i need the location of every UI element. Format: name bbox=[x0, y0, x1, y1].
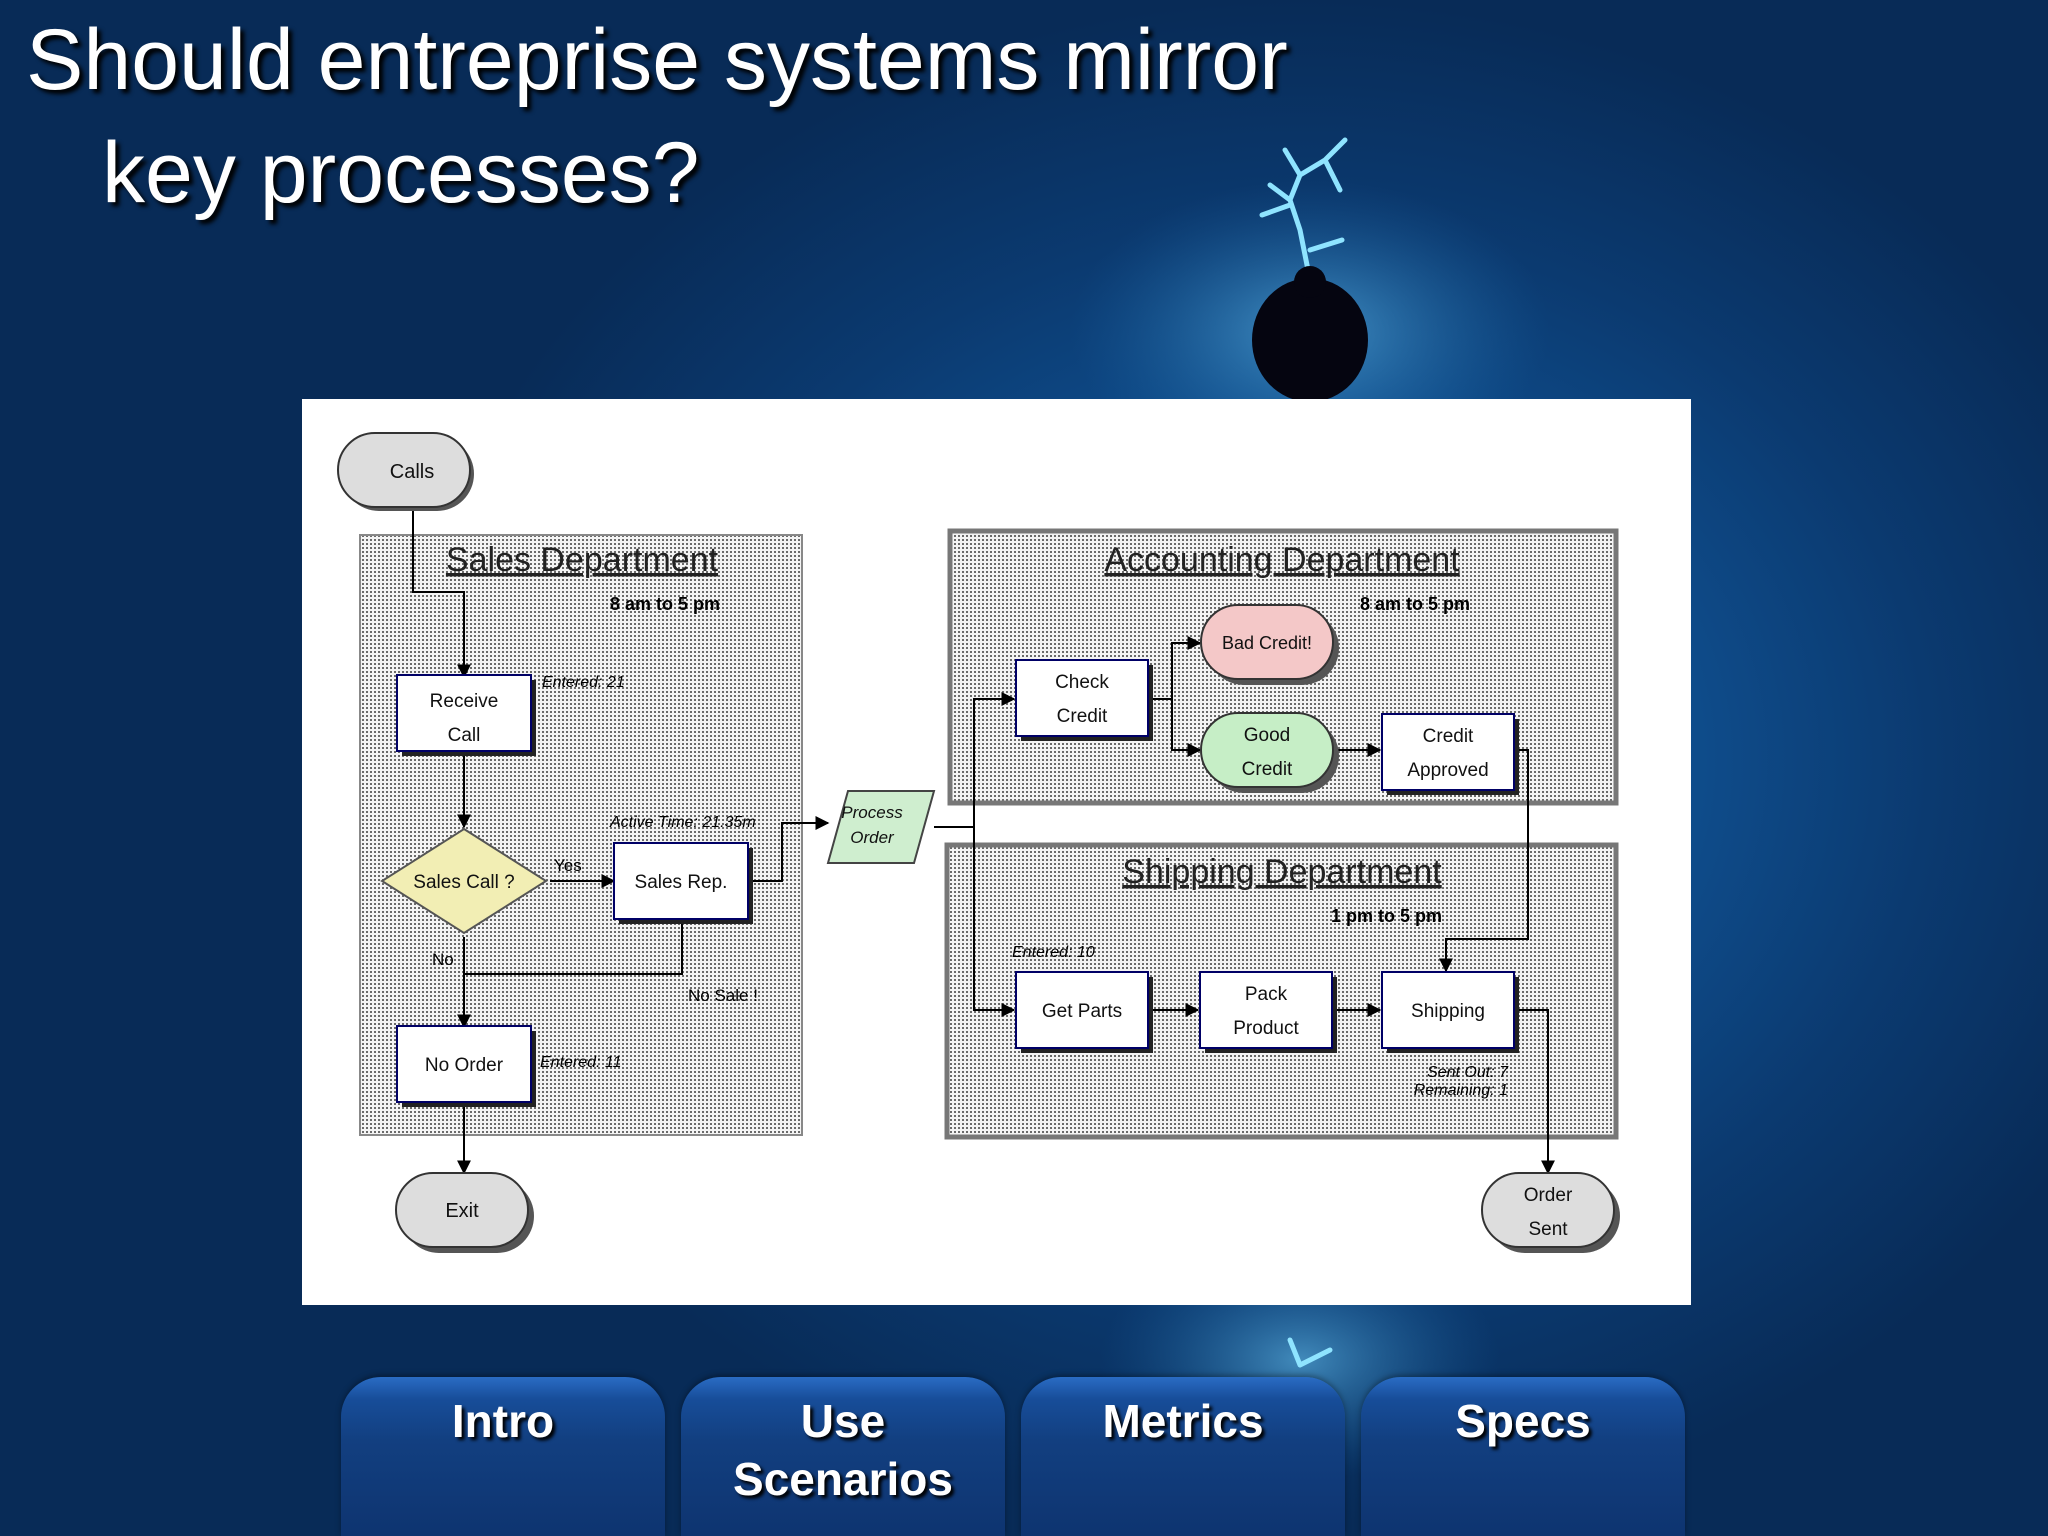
bad-credit-label: Bad Credit! bbox=[1222, 633, 1312, 653]
yes-label: Yes bbox=[554, 856, 582, 875]
check-credit-line-1: Check bbox=[1055, 672, 1109, 693]
title-line-1: Should entreprise systems mirror bbox=[26, 12, 1288, 108]
receive-call-node: Receive Call bbox=[396, 674, 536, 756]
good-credit-line-2: Credit bbox=[1242, 759, 1293, 780]
title-line-2: key processes? bbox=[102, 125, 700, 221]
accounting-hours: 8 am to 5 pm bbox=[1360, 594, 1470, 614]
no-order-node: No Order bbox=[396, 1025, 536, 1107]
credit-approved-node: Credit Approved bbox=[1381, 713, 1519, 795]
sent-out-note: Sent Out: 7 bbox=[1427, 1064, 1509, 1081]
svg-text:Check: Check bbox=[1055, 672, 1109, 693]
exit-label: Exit bbox=[445, 1200, 479, 1222]
svg-text:Approved: Approved bbox=[1407, 760, 1488, 781]
svg-text:Call: Call bbox=[448, 725, 481, 746]
accounting-department-title: Accounting Department bbox=[1104, 541, 1460, 579]
good-credit-node: Good Credit bbox=[1200, 712, 1339, 793]
svg-text:Credit: Credit bbox=[1057, 706, 1108, 727]
order-sent-node: Order Sent bbox=[1481, 1172, 1620, 1253]
order-sent-line-1: Order bbox=[1524, 1185, 1573, 1206]
process-flowchart: Sales Department Accounting Department S… bbox=[302, 399, 1691, 1305]
sales-rep-node: Sales Rep. bbox=[613, 842, 753, 924]
tab-specs-label: Specs bbox=[1455, 1395, 1591, 1447]
exit-node: Exit bbox=[395, 1172, 534, 1253]
tab-intro[interactable]: Intro bbox=[341, 1377, 665, 1536]
calls-label: Calls bbox=[390, 461, 434, 483]
process-order-line-2: Order bbox=[850, 828, 895, 847]
tab-metrics[interactable]: Metrics bbox=[1021, 1377, 1345, 1536]
no-sale-label: No Sale ! bbox=[688, 986, 758, 1005]
svg-text:Process: Process bbox=[841, 803, 903, 822]
shipping-label: Shipping bbox=[1411, 1001, 1485, 1022]
tab-use-scenarios[interactable]: Use Scenarios bbox=[681, 1377, 1005, 1536]
svg-text:Good: Good bbox=[1244, 725, 1290, 746]
tab-specs[interactable]: Specs bbox=[1361, 1377, 1685, 1536]
receive-call-line-1: Receive bbox=[430, 691, 499, 712]
no-label: No bbox=[432, 950, 454, 969]
tab-intro-label: Intro bbox=[451, 1395, 555, 1447]
svg-text:Product: Product bbox=[1233, 1018, 1299, 1039]
shipping-department-title: Shipping Department bbox=[1122, 853, 1442, 891]
check-credit-line-2: Credit bbox=[1057, 706, 1108, 727]
receive-call-entered-note: Entered: 21 bbox=[542, 674, 625, 691]
shipping-entered-note: Entered: 10 bbox=[1012, 944, 1095, 961]
slide-title: Should entreprise systems mirror key pro… bbox=[26, 4, 1526, 230]
sales-hours: 8 am to 5 pm bbox=[610, 594, 720, 614]
sales-rep-label: Sales Rep. bbox=[635, 872, 728, 893]
calls-start-node: Calls bbox=[337, 432, 474, 511]
svg-text:Order: Order bbox=[1524, 1185, 1573, 1206]
credit-approved-line-1: Credit bbox=[1423, 726, 1474, 747]
svg-text:Receive: Receive bbox=[430, 691, 499, 712]
svg-text:Sent: Sent bbox=[1528, 1219, 1568, 1240]
process-order-line-1: Process bbox=[841, 803, 903, 822]
tab-metrics-label: Metrics bbox=[1102, 1395, 1264, 1447]
svg-text:Credit: Credit bbox=[1423, 726, 1474, 747]
sales-call-decision: Sales Call ? bbox=[380, 827, 548, 935]
shipping-hours: 1 pm to 5 pm bbox=[1331, 906, 1442, 926]
bad-credit-node: Bad Credit! bbox=[1200, 604, 1339, 685]
tab-use-scenarios-label: Use Scenarios bbox=[733, 1395, 953, 1505]
no-order-label: No Order bbox=[425, 1055, 504, 1076]
svg-text:Order: Order bbox=[850, 828, 895, 847]
good-credit-line-1: Good bbox=[1244, 725, 1290, 746]
remaining-note: Remaining: 1 bbox=[1414, 1082, 1508, 1099]
pack-product-node: Pack Product bbox=[1199, 971, 1337, 1053]
check-credit-node: Check Credit bbox=[1015, 659, 1153, 741]
order-sent-line-2: Sent bbox=[1528, 1219, 1568, 1240]
sales-department-title: Sales Department bbox=[446, 541, 719, 579]
svg-text:Credit: Credit bbox=[1242, 759, 1293, 780]
receive-call-line-2: Call bbox=[448, 725, 481, 746]
no-order-entered-note: Entered: 11 bbox=[540, 1054, 622, 1071]
get-parts-label: Get Parts bbox=[1042, 1001, 1122, 1022]
active-time-note: Active Time: 21.35m bbox=[609, 814, 756, 831]
shipping-node: Shipping bbox=[1381, 971, 1519, 1053]
pack-product-line-1: Pack bbox=[1245, 984, 1288, 1005]
get-parts-node: Get Parts bbox=[1015, 971, 1153, 1053]
svg-text:Pack: Pack bbox=[1245, 984, 1288, 1005]
pack-product-line-2: Product bbox=[1233, 1018, 1299, 1039]
sales-call-decision-label: Sales Call ? bbox=[413, 872, 514, 893]
process-order-node: Process Order bbox=[826, 790, 936, 864]
credit-approved-line-2: Approved bbox=[1407, 760, 1488, 781]
